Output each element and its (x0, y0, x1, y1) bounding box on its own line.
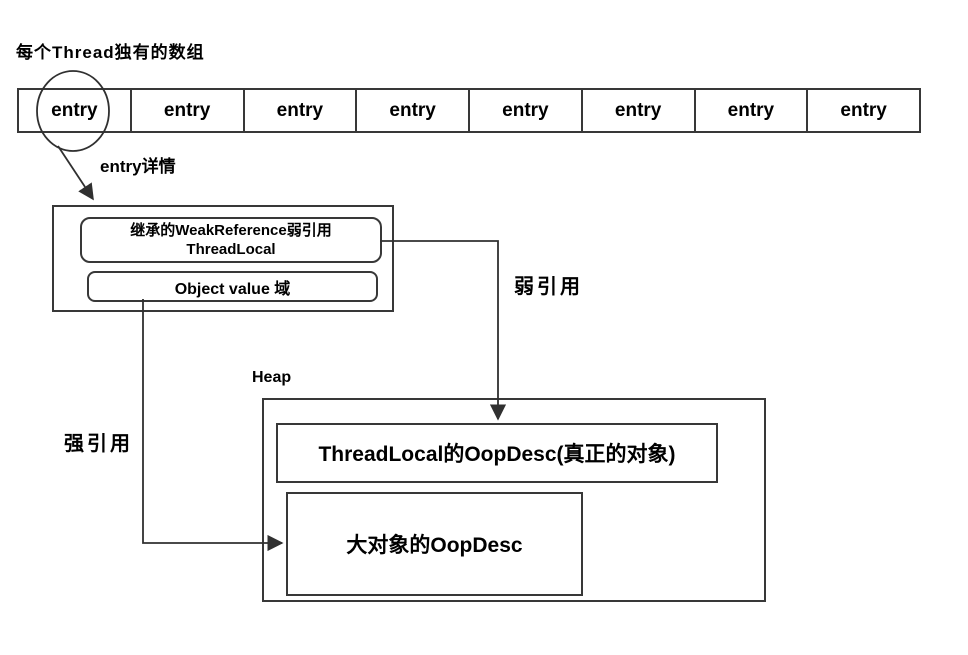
entry-cell: entry (357, 90, 470, 131)
entry-cell: entry (19, 90, 132, 131)
value-field-box: Object value 域 (87, 271, 378, 302)
entry-cell: entry (470, 90, 583, 131)
value-field-label: Object value 域 (174, 280, 291, 298)
entry-cell: entry (696, 90, 809, 131)
entry-cell: entry (583, 90, 696, 131)
heap-label: Heap (252, 369, 292, 386)
weakref-field-box: 继承的WeakReference弱引用 ThreadLocal (80, 217, 382, 263)
threadlocal-oopdesc-box: ThreadLocal的OopDesc(真正的对象) (276, 423, 718, 483)
weak-ref-arrow (380, 240, 507, 421)
strong-ref-label: 强引用 (64, 433, 133, 455)
weakref-field-line1: 继承的WeakReference弱引用 (130, 222, 332, 239)
weak-ref-label: 弱引用 (514, 276, 583, 298)
entry-cell: entry (132, 90, 245, 131)
threadlocal-oopdesc-label: ThreadLocal的OopDesc(真正的对象) (318, 443, 676, 466)
entry-cell: entry (245, 90, 358, 131)
diagram-title: 每个Thread独有的数组 (16, 43, 205, 62)
entry-detail-arrow (57, 145, 94, 201)
entry-cell: entry (840, 99, 887, 121)
entry-detail-label: entry详情 (100, 157, 176, 176)
big-object-oopdesc-label: 大对象的OopDesc (346, 534, 523, 557)
weakref-field-line2: ThreadLocal (186, 241, 276, 258)
entry-array: entry entry entry entry entry entry entr… (17, 88, 921, 133)
big-object-oopdesc-box: 大对象的OopDesc (286, 492, 583, 596)
